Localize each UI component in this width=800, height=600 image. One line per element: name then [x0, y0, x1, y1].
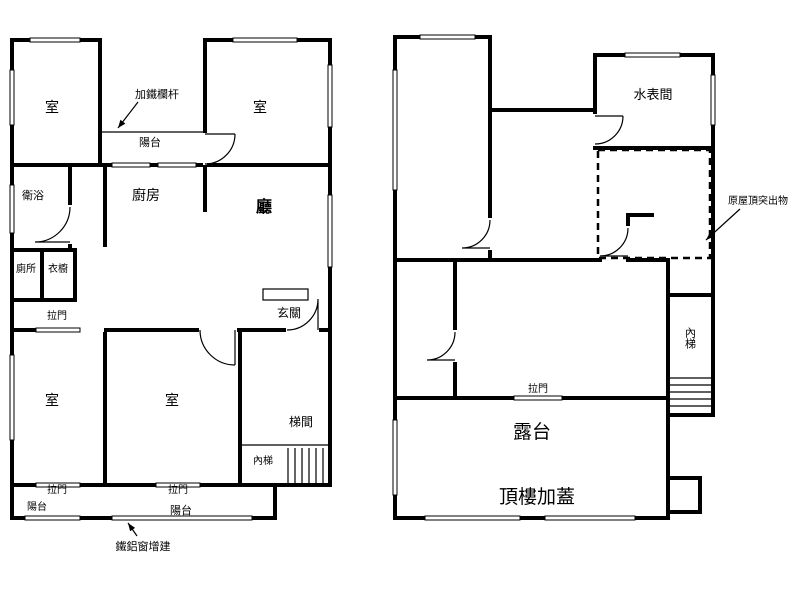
label-railing-note: 加鐵欄杆	[135, 87, 179, 101]
left-annotation-arrows	[117, 101, 139, 537]
door-arc-room-top-right	[204, 133, 236, 165]
door-arc-small-room	[426, 331, 456, 361]
entry-cabinet	[262, 288, 309, 301]
label-sliding-door-closet: 拉門	[47, 309, 67, 322]
left-walls	[10, 38, 332, 520]
label-sliding-door-left: 拉門	[47, 483, 67, 496]
label-stair-hall: 梯間	[289, 415, 313, 429]
right-door-openings	[453, 114, 630, 362]
door-arc-bedroom-center	[199, 329, 236, 366]
right-windows	[392, 34, 716, 521]
stair-steps-right-plan	[670, 377, 711, 407]
window-addition-arrowhead	[128, 523, 136, 532]
right-walls	[393, 35, 715, 520]
label-toilet: 廁所	[16, 262, 36, 275]
label-living-room: 廳	[256, 197, 272, 216]
sliding-door-left-bedroom	[35, 327, 81, 333]
door-arc-entry	[286, 298, 319, 331]
label-terrace: 露台	[513, 421, 551, 443]
label-room-bottom-center: 室	[165, 392, 179, 409]
label-closet: 衣櫥	[48, 262, 68, 275]
door-arc-water-meter	[594, 115, 624, 145]
label-water-meter-room: 水表間	[633, 88, 672, 103]
stair-steps-left-plan	[287, 448, 324, 483]
label-room-bottom-left: 室	[45, 392, 59, 409]
label-inner-stair: 內梯	[253, 454, 273, 467]
label-balcony-top: 陽台	[139, 135, 161, 149]
railing-arrowhead	[118, 119, 126, 128]
label-room-top-right: 室	[253, 99, 267, 116]
label-sliding-door-center: 拉門	[168, 483, 188, 496]
label-room-top-left: 室	[45, 99, 59, 116]
left-thin-details	[34, 131, 330, 483]
right-annotation-arrows	[705, 208, 741, 241]
sliding-door-balcony-center	[155, 482, 201, 488]
left-labels: 室 加鐵欄杆 陽台 室 衛浴 廚房 廳 廁所 衣櫥 拉門 玄關 室 室 梯間 內…	[16, 87, 313, 553]
label-kitchen: 廚房	[132, 187, 160, 204]
right-floor-plan: 水表間 原屋頂突出物 內梯 拉門 露台 頂樓加蓋	[392, 34, 788, 521]
label-balcony-bottom-left: 陽台	[27, 500, 47, 513]
door-arc-protrusion-room	[599, 227, 629, 257]
label-sliding-door-roof: 拉門	[528, 382, 548, 395]
label-bathroom: 衛浴	[22, 189, 44, 202]
label-window-addition-note: 鐵鋁窗增建	[116, 539, 171, 553]
label-rooftop-addition: 頂樓加蓋	[499, 486, 575, 508]
left-door-openings	[68, 133, 319, 332]
label-roof-protrusion-note: 原屋頂突出物	[728, 194, 788, 207]
right-labels: 水表間 原屋頂突出物 內梯 拉門 露台 頂樓加蓋	[499, 88, 788, 508]
door-arc-bathroom	[34, 206, 71, 243]
label-inner-stair-roof: 內梯	[684, 327, 697, 350]
sliding-door-balcony-left	[35, 482, 81, 488]
label-entryway: 玄關	[277, 305, 301, 320]
right-thin-details	[426, 115, 711, 407]
label-balcony-bottom-center: 陽台	[170, 503, 192, 517]
protrusion-arrowhead	[706, 232, 714, 240]
roof-protrusion-outline	[596, 148, 712, 260]
left-windows	[9, 37, 333, 521]
door-arc-tall-room	[461, 219, 491, 249]
sliding-door-terrace	[513, 395, 563, 401]
left-floor-plan: 室 加鐵欄杆 陽台 室 衛浴 廚房 廳 廁所 衣櫥 拉門 玄關 室 室 梯間 內…	[9, 37, 333, 553]
